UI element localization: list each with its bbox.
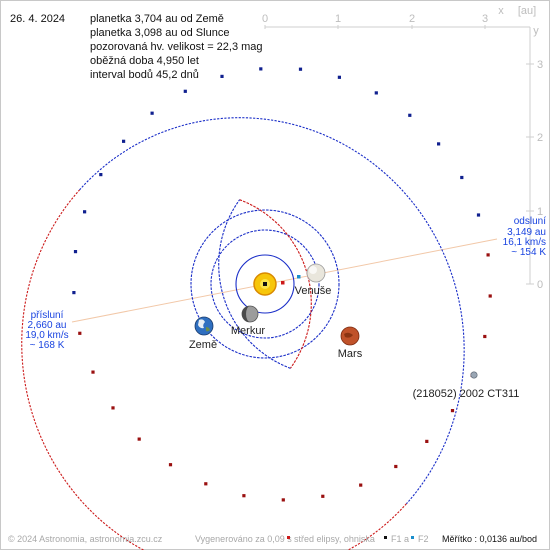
asteroid-point bbox=[83, 210, 87, 214]
footer-generated: Vygenerováno za 0,09 s bbox=[195, 534, 292, 544]
asteroid-point bbox=[99, 173, 103, 177]
asteroid-point bbox=[374, 91, 378, 95]
asteroid-point bbox=[73, 250, 78, 254]
mars bbox=[340, 326, 360, 346]
info-distance-sun: planetka 3,098 au od Slunce bbox=[90, 27, 229, 39]
axes bbox=[264, 25, 534, 285]
footer-legend-f2: F2 bbox=[418, 534, 429, 544]
perihelion-temperature: ~ 168 K bbox=[30, 340, 65, 351]
mercury bbox=[241, 305, 259, 323]
asteroid-point bbox=[394, 464, 398, 469]
date-label: 26. 4. 2024 bbox=[10, 13, 65, 25]
asteroid-point bbox=[359, 483, 363, 487]
earth-label: Země bbox=[189, 339, 217, 351]
legend-f2-marker bbox=[411, 536, 414, 539]
asteroid-point bbox=[298, 67, 303, 71]
perihelion-title: přísluní bbox=[31, 310, 64, 321]
asteroid-orbit-blue bbox=[79, 117, 465, 505]
aphelion-temperature: ~ 154 K bbox=[511, 247, 546, 258]
asteroid-point bbox=[483, 334, 487, 339]
mercury-label: Merkur bbox=[231, 325, 266, 337]
mercury-orbit bbox=[235, 254, 295, 314]
aphelion-distance: 3,149 au bbox=[507, 227, 546, 238]
y-axis-label: y bbox=[533, 25, 539, 37]
y-tick-1: 1 bbox=[537, 206, 543, 218]
mars-orbit-red bbox=[239, 199, 312, 369]
y-tick-0: 0 bbox=[537, 279, 543, 291]
asteroid-orbit-red bbox=[21, 189, 407, 550]
info-point-interval: interval bodů 45,2 dnů bbox=[90, 69, 199, 81]
x-tick-3: 3 bbox=[482, 13, 488, 25]
asteroid-point bbox=[78, 331, 82, 335]
asteroid-point bbox=[425, 439, 429, 443]
asteroid-point bbox=[460, 175, 464, 180]
asteroid-point bbox=[437, 142, 441, 146]
aphelion-title: odsluní bbox=[514, 216, 546, 227]
footer-copyright: © 2024 Astronomia, astronomia.zcu.cz bbox=[8, 534, 163, 544]
asteroid-point bbox=[321, 494, 325, 498]
aphelion-speed: 16,1 km/s bbox=[503, 237, 546, 248]
perihelion-speed: 19,0 km/s bbox=[25, 330, 68, 341]
info-period: oběžná doba 4,950 let bbox=[90, 55, 199, 67]
asteroid-point bbox=[111, 406, 115, 410]
asteroid-point bbox=[72, 291, 76, 295]
asteroid-point bbox=[137, 437, 141, 441]
x-tick-0: 0 bbox=[262, 13, 268, 25]
footer-legend-f1: F1 a bbox=[391, 534, 409, 544]
earth bbox=[194, 316, 214, 336]
sun bbox=[253, 272, 277, 296]
venus-label: Venuše bbox=[295, 285, 332, 297]
asteroid-point bbox=[220, 74, 224, 78]
mars-label: Mars bbox=[338, 348, 363, 360]
asteroid-point bbox=[168, 463, 173, 467]
footer-scale: Měřítko : 0,0136 au/bod bbox=[442, 534, 537, 544]
asteroid-point bbox=[242, 494, 246, 498]
y-tick-2: 2 bbox=[537, 132, 543, 144]
asteroid-label: (218052) 2002 CT311 bbox=[413, 388, 520, 400]
x-axis-label: x bbox=[498, 5, 504, 17]
y-tick-3: 3 bbox=[537, 59, 543, 71]
asteroid-point bbox=[204, 482, 208, 486]
axis-unit-label: [au] bbox=[518, 5, 536, 17]
apsis-line bbox=[71, 238, 498, 323]
legend-f1-marker bbox=[384, 536, 387, 539]
asteroid-point bbox=[486, 253, 490, 257]
asteroid-point bbox=[259, 67, 263, 71]
asteroid-point bbox=[122, 139, 126, 143]
asteroid bbox=[470, 371, 478, 379]
asteroid-point bbox=[183, 89, 187, 93]
x-tick-2: 2 bbox=[409, 13, 415, 25]
asteroid-point bbox=[476, 213, 481, 217]
ellipse-center-marker bbox=[281, 281, 285, 285]
mars-orbit-blue bbox=[218, 199, 291, 369]
venus-orbit bbox=[210, 229, 320, 339]
focus-f2-marker bbox=[297, 275, 301, 279]
asteroid-point bbox=[488, 294, 492, 298]
info-magnitude: pozorovaná hv. velikost = 22,3 mag bbox=[90, 41, 263, 53]
asteroid-point bbox=[150, 111, 154, 115]
venus bbox=[306, 263, 326, 283]
asteroid-point bbox=[337, 75, 341, 79]
asteroid-point bbox=[91, 370, 95, 374]
footer-legend-center: střed elipsy, ohniska bbox=[294, 534, 375, 544]
asteroid-point bbox=[281, 498, 285, 502]
x-tick-1: 1 bbox=[335, 13, 341, 25]
legend-center-marker bbox=[287, 536, 290, 539]
earth-orbit bbox=[190, 209, 340, 359]
info-distance-earth: planetka 3,704 au od Země bbox=[90, 13, 224, 25]
asteroid-point bbox=[450, 409, 455, 413]
perihelion-distance: 2,660 au bbox=[28, 320, 67, 331]
asteroid-point bbox=[408, 113, 412, 117]
